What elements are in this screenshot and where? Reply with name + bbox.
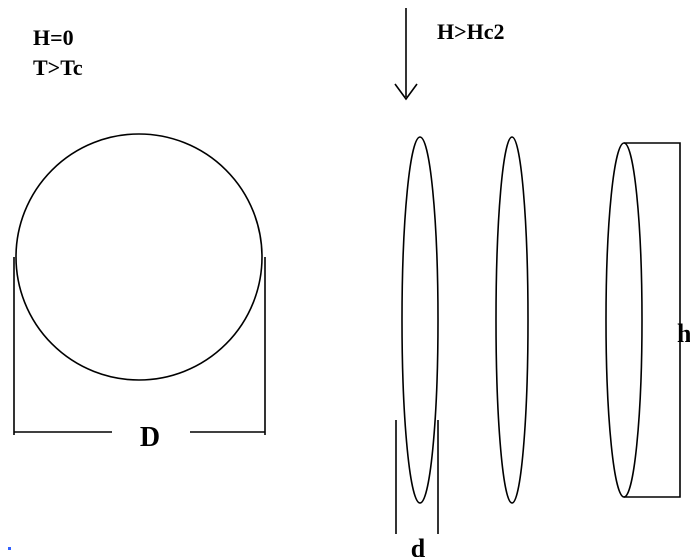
label-height: h [677, 319, 690, 348]
ellipsoid-3 [605, 142, 643, 498]
height-bracket [624, 142, 681, 498]
down-arrow-icon [394, 8, 418, 101]
label-diameter: D [140, 422, 160, 453]
ellipsoid-2 [495, 136, 529, 504]
blue-dot [8, 547, 11, 550]
label-temp-above-tc: T>Tc [33, 55, 83, 80]
label-field-zero: H=0 [33, 25, 74, 50]
label-field-above-hc2: H>Hc2 [437, 19, 505, 44]
normal-state-sphere [15, 133, 263, 381]
ellipsoid-1 [401, 136, 439, 504]
label-width: d [411, 534, 426, 557]
